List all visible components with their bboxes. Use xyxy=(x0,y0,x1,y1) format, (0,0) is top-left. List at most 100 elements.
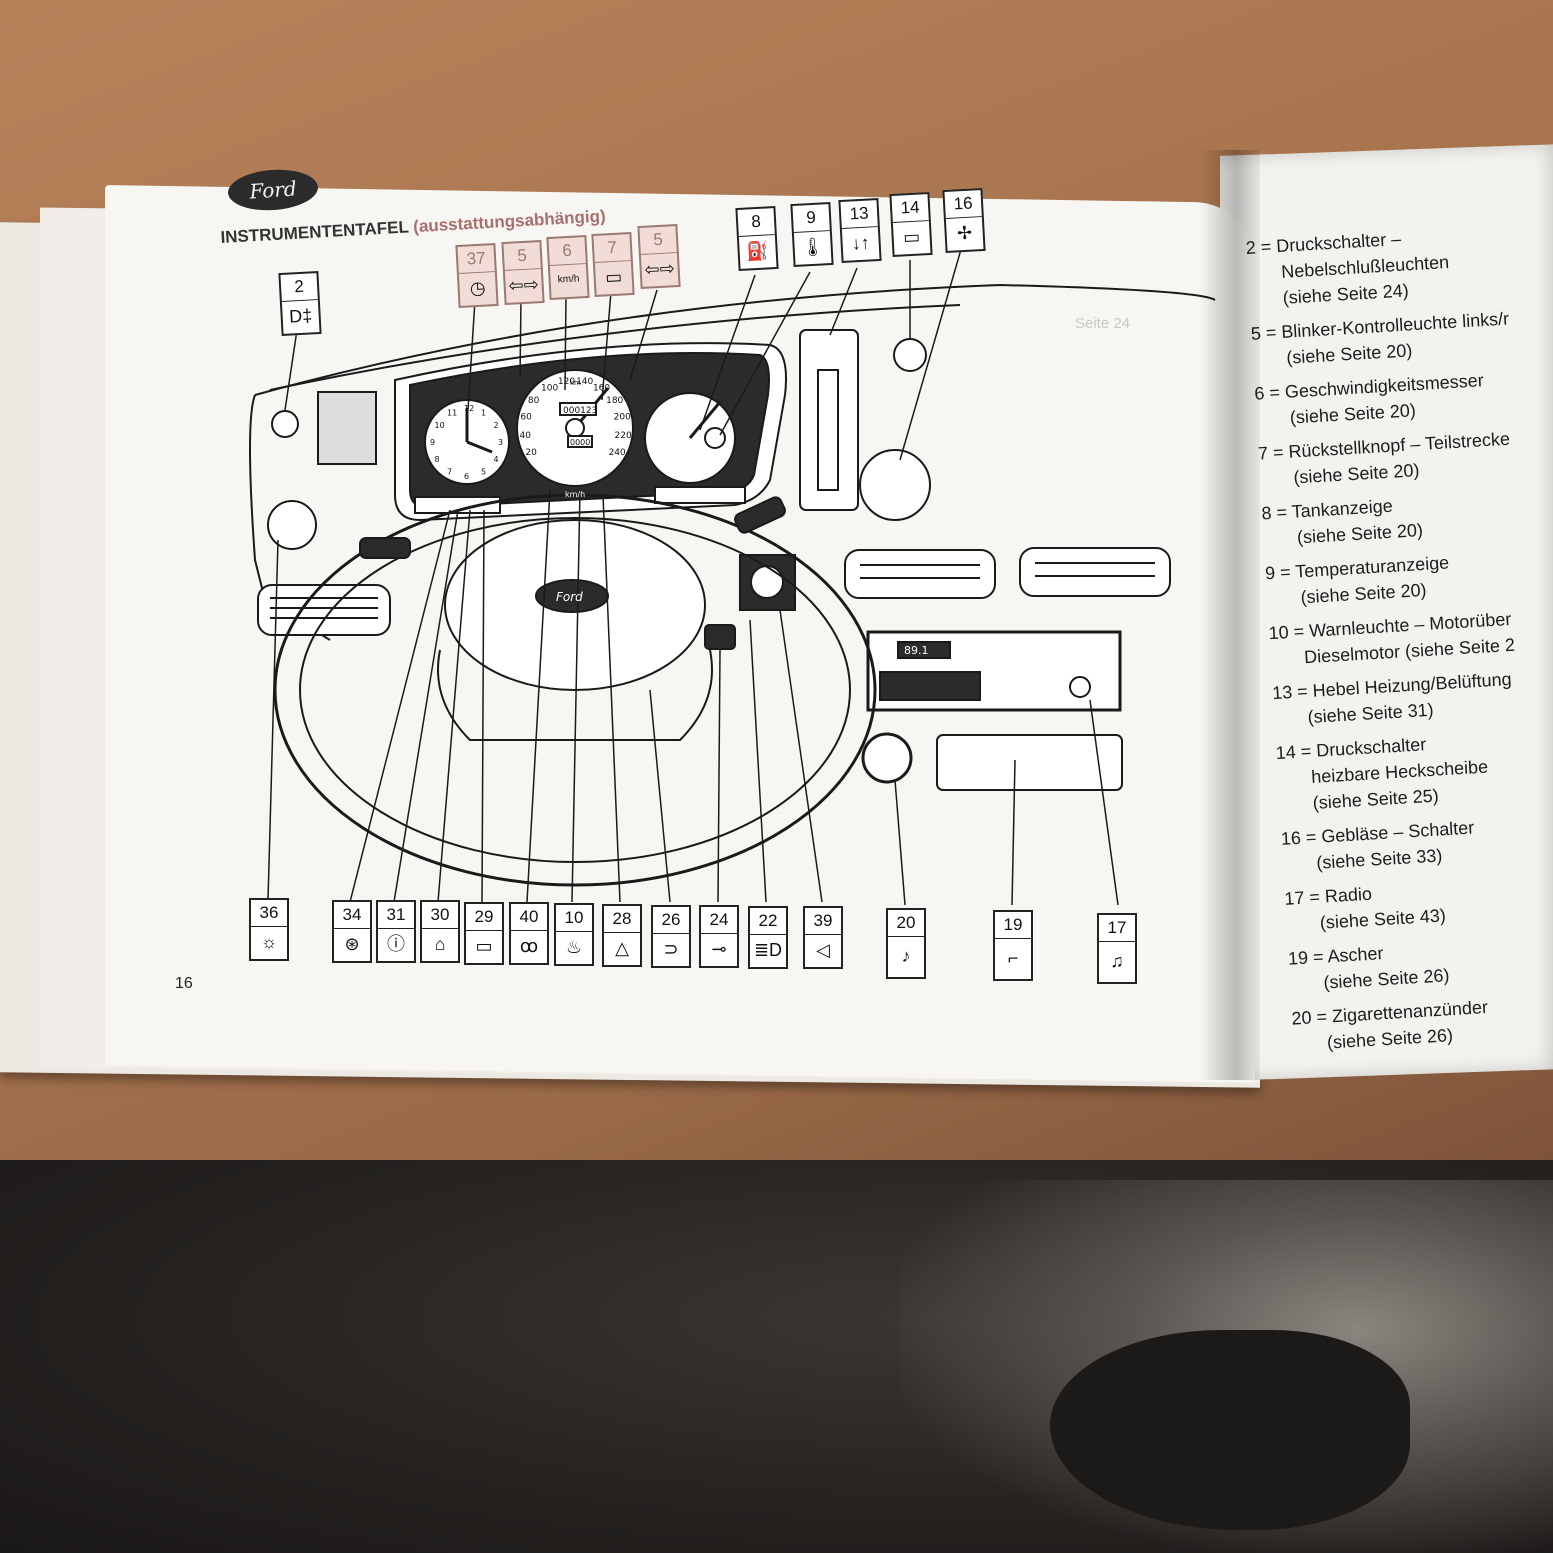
ashtray xyxy=(936,734,1123,791)
clock-tick-label: 6 xyxy=(464,472,469,481)
callout-30: 30 ⌂ xyxy=(420,900,460,963)
callout-22: 22 ≣D xyxy=(748,906,788,969)
callout-14: 14 ▭ xyxy=(889,191,933,258)
turn-signal-icon: ⇦⇨ xyxy=(644,258,676,280)
callout-number: 5 xyxy=(639,226,677,255)
callout-17: 17 ♫ xyxy=(1097,913,1137,984)
legend-item-19: 19 = Ascher(siehe Seite 26) xyxy=(1287,926,1553,997)
callout-number: 14 xyxy=(891,194,929,223)
callout-16: 16 ✢ xyxy=(942,187,986,254)
callout-number: 5 xyxy=(503,242,541,271)
callout-number: 22 xyxy=(750,908,786,935)
callout-19: 19 ⌐ xyxy=(993,910,1033,981)
headlight-icon: ≣D xyxy=(753,940,783,960)
rear-defrost-icon: ▭ xyxy=(902,226,921,248)
speed-tick-label: 160 xyxy=(593,384,610,394)
glow-plug-icon: ꝏ xyxy=(519,936,539,956)
cigarette-lighter xyxy=(861,732,913,784)
clock-tick-label: 1 xyxy=(481,409,486,418)
trip-window xyxy=(567,435,593,448)
legend-item-17: 17 = Radio(siehe Seite 43) xyxy=(1284,866,1553,937)
clock-tick-label: 11 xyxy=(447,409,457,418)
callout-number: 29 xyxy=(466,904,502,931)
abs-icon: ⊛ xyxy=(344,934,360,954)
steering-wheel-rim xyxy=(273,493,877,887)
speed-tick-label: 120 xyxy=(558,377,575,387)
callout-number: 9 xyxy=(792,204,830,233)
fog-light-icon: D‡ xyxy=(288,305,313,327)
legend-item-8: 8 = Tankanzeige(siehe Seite 20) xyxy=(1261,481,1553,552)
legend-list: 2 = Druckschalter –Nebelschlußleuchten(s… xyxy=(1245,215,1553,1065)
clock-tick-label: 10 xyxy=(435,421,445,430)
callout-26: 26 ⊃ xyxy=(651,905,691,968)
callout-24: 24⊸ xyxy=(699,905,739,968)
callout-number: 34 xyxy=(334,902,370,929)
legend-item-13: 13 = Hebel Heizung/Belüftung(siehe Seite… xyxy=(1271,661,1553,732)
clock-tick-label: 3 xyxy=(498,438,503,447)
callout-37: 37◷ xyxy=(455,242,499,309)
callout-number: 26 xyxy=(653,907,689,934)
ashtray-icon: ⌐ xyxy=(1007,948,1019,968)
shadow xyxy=(1050,1330,1410,1530)
speed-tick-label: 20 xyxy=(525,448,537,458)
callout-10: 10 ♨ xyxy=(554,903,594,966)
cigarette-lighter-icon: ♪ xyxy=(901,946,911,966)
radio-frequency: 89.1 xyxy=(904,644,929,657)
callout-number: 10 xyxy=(556,905,592,932)
legend-item-7: 7 = Rückstellknopf – Teilstrecke(siehe S… xyxy=(1257,421,1553,492)
callout-7: 7▭ xyxy=(591,231,635,298)
wiper-switch-icon: ⊸ xyxy=(711,939,727,959)
callout-34: 34 ⊛ xyxy=(332,900,372,963)
turn-signal-icon: ⇦⇨ xyxy=(508,274,540,296)
horn-icon: ⊃ xyxy=(663,939,679,959)
callout-number: 6 xyxy=(548,237,586,266)
callout-number: 16 xyxy=(944,190,982,219)
callout-39: 39◁ xyxy=(803,906,843,969)
speed-tick-label: 80 xyxy=(528,396,540,406)
callout-number: 20 xyxy=(888,910,924,937)
coolant-warning-icon: ♨ xyxy=(565,937,583,957)
hazard-icon: △ xyxy=(615,938,629,958)
light-rotary-switch xyxy=(267,500,317,550)
callout-28: 28△ xyxy=(602,904,642,967)
wiper-stalk xyxy=(734,496,786,534)
speed-tick-label: 240 xyxy=(609,448,626,458)
callout-number: 30 xyxy=(422,902,458,929)
clock-tick-label: 7 xyxy=(447,467,452,476)
radio-display xyxy=(897,641,951,659)
speedometer-icon: km/h xyxy=(557,273,580,286)
callout-number: 2 xyxy=(280,273,318,302)
heater-lever-panel xyxy=(799,329,859,511)
callout-number: 8 xyxy=(737,208,775,237)
callout-5: 5 ⇦⇨ xyxy=(637,223,681,290)
callout-number: 17 xyxy=(1099,915,1135,942)
show-through-text: Seite 24 xyxy=(1075,315,1131,332)
speed-tick-label: 40 xyxy=(519,431,531,441)
clock-tick-label: 5 xyxy=(481,467,486,476)
speed-tick-label: 60 xyxy=(520,413,532,423)
book-gutter xyxy=(1200,150,1260,1080)
trip-value: 0000 xyxy=(570,438,590,447)
clock-tick-label: 9 xyxy=(430,438,435,447)
trip-reset-icon: ▭ xyxy=(604,266,623,288)
speed-unit-label: km/h xyxy=(565,490,585,499)
speed-unit-top-label: km xyxy=(570,379,581,387)
legend-item-16: 16 = Gebläse – Schalter(siehe Seite 33) xyxy=(1280,806,1553,877)
callout-6: 6 km/h xyxy=(546,234,590,301)
light-icon: ☼ xyxy=(260,932,278,952)
callout-9: 9🌡 xyxy=(790,201,834,268)
coolant-temp-icon: 🌡 xyxy=(800,236,825,258)
fog-light-switch xyxy=(271,410,299,438)
speed-tick-label: 100 xyxy=(541,384,558,394)
callout-number: 19 xyxy=(995,912,1031,939)
odometer-value: 000123 xyxy=(563,406,597,416)
fan-icon: ✢ xyxy=(956,222,973,244)
radio-icon: ♫ xyxy=(1110,951,1124,971)
fan-switch xyxy=(859,449,931,521)
oil-pressure-icon: ⌂ xyxy=(434,934,446,954)
callout-29: 29▭ xyxy=(464,902,504,965)
speed-tick-label: 140 xyxy=(576,377,593,387)
